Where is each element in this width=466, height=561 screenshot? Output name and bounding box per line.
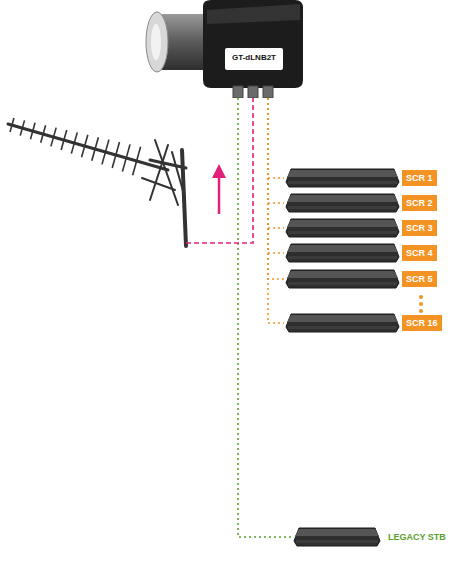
scr-set-top-box: SCR 16 — [285, 312, 444, 334]
scr-feed-line — [268, 98, 284, 203]
scr-feed-line — [268, 98, 284, 323]
continuation-dots — [419, 295, 423, 313]
legacy-label: LEGACY STB — [388, 531, 446, 543]
scr-feed-line — [268, 98, 284, 178]
legacy-feed-line — [238, 98, 292, 537]
signal-arrow — [212, 164, 226, 214]
set-top-box-illustration — [293, 526, 381, 548]
set-top-box-illustration — [285, 242, 400, 264]
scr-tag: SCR 2 — [402, 195, 437, 211]
scr-set-top-box: SCR 2 — [285, 192, 439, 214]
model-label: GT-dLNB2T — [225, 53, 283, 62]
scr-set-top-box: SCR 4 — [285, 242, 439, 264]
antenna-elements — [10, 118, 141, 175]
scr-tag: SCR 3 — [402, 220, 437, 236]
scr-tag: SCR 5 — [402, 271, 437, 287]
scr-feed-line — [268, 98, 284, 279]
set-top-box-illustration — [285, 268, 400, 290]
set-top-box-illustration — [285, 192, 400, 214]
set-top-box-illustration — [285, 167, 400, 189]
set-top-box-illustration — [285, 312, 400, 334]
scr-feed-line — [268, 98, 284, 228]
legacy-set-top-box: LEGACY STB — [293, 526, 448, 548]
set-top-box-illustration — [285, 217, 400, 239]
scr-feed-line — [268, 98, 284, 253]
terrestrial-feed-line — [186, 98, 253, 243]
lnb-device: GT-dLNB2T — [145, 0, 305, 98]
scr-tag: SCR 1 — [402, 170, 437, 186]
scr-tag: SCR 4 — [402, 245, 437, 261]
scr-set-top-box: SCR 1 — [285, 167, 439, 189]
lnb-illustration — [145, 0, 305, 98]
scr-tag: SCR 16 — [402, 315, 442, 331]
scr-set-top-box: SCR 5 — [285, 268, 439, 290]
scr-set-top-box: SCR 3 — [285, 217, 439, 239]
terrestrial-antenna — [8, 124, 186, 246]
